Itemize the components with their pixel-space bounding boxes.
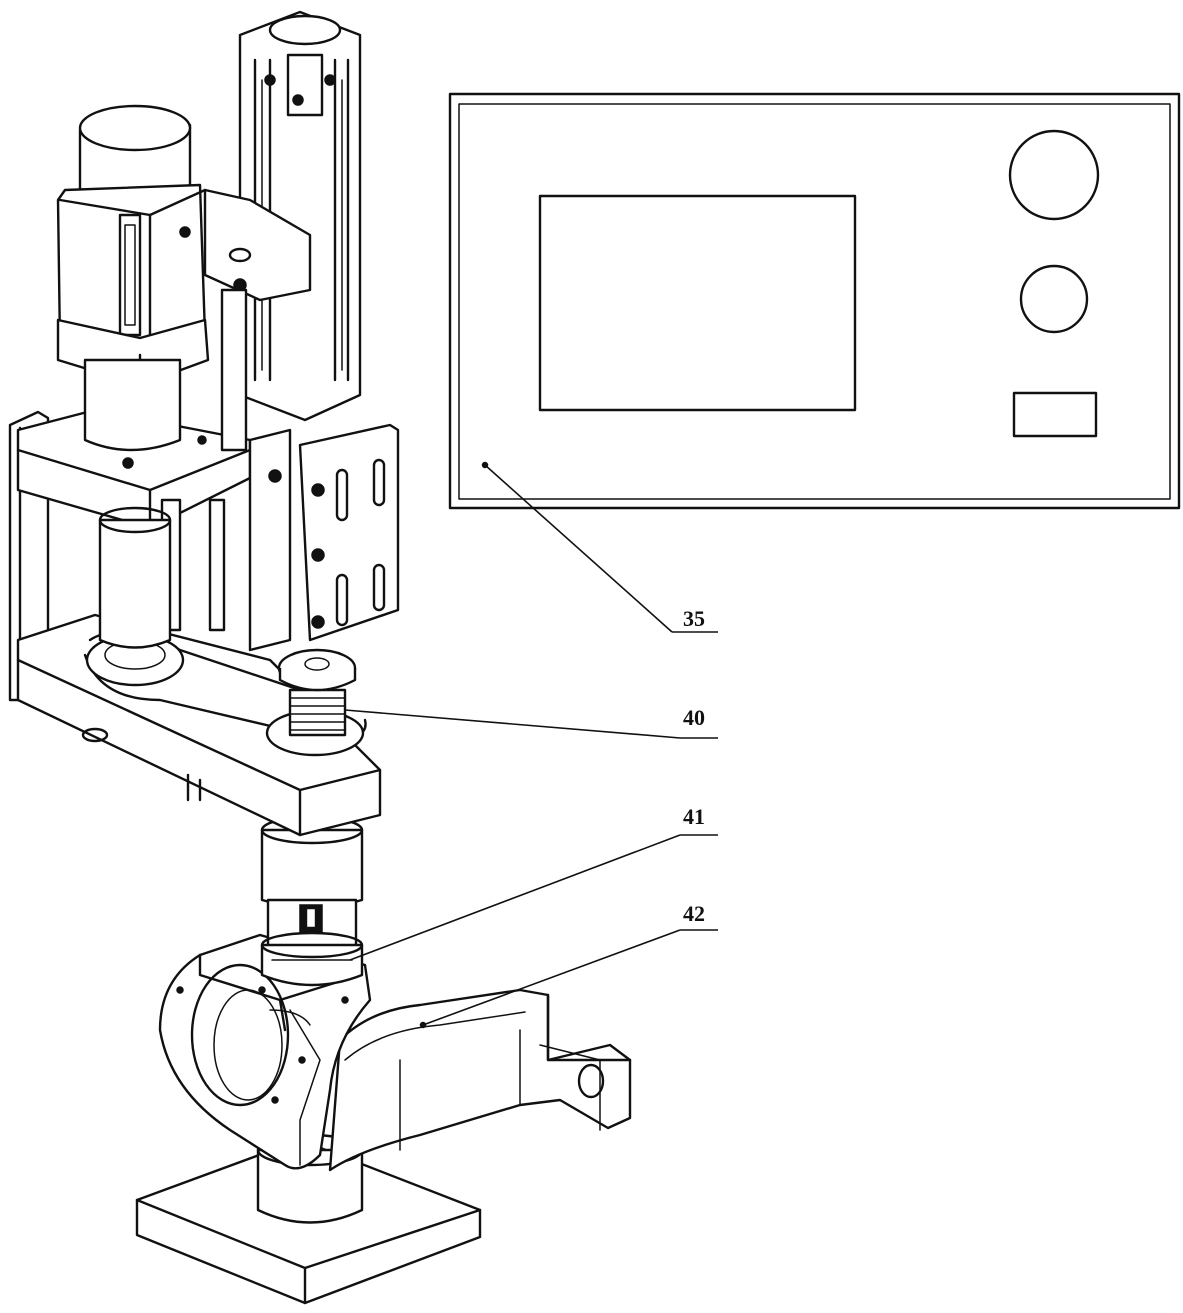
leader-lines (345, 463, 718, 1028)
control-box-outer-frame (450, 94, 1179, 508)
display-screen (540, 196, 855, 410)
leader-42 (423, 930, 680, 1025)
small-round-button (1021, 266, 1087, 332)
large-round-button (1010, 131, 1098, 219)
callout-35: 35 (683, 606, 705, 631)
motor (58, 106, 208, 648)
callout-labels: 35 40 41 42 (683, 606, 705, 926)
fixture-arm (330, 990, 630, 1170)
leader-40 (345, 710, 680, 738)
leader-41 (350, 835, 680, 960)
callout-40: 40 (683, 705, 705, 730)
control-box-inner-frame (459, 104, 1170, 499)
rectangular-switch (1014, 393, 1096, 436)
control-box (450, 94, 1179, 508)
callout-41: 41 (683, 804, 705, 829)
callout-42: 42 (683, 901, 705, 926)
adjust-knob-spring (279, 650, 355, 735)
spindle-chuck (262, 817, 362, 985)
leader-35 (485, 465, 672, 632)
